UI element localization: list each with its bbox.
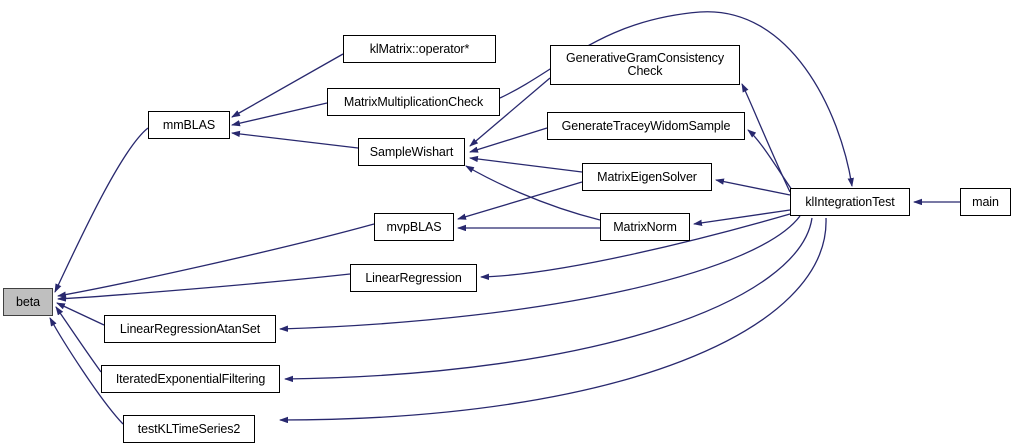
graph-node-mmBLAS[interactable]: mmBLAS [148,111,230,139]
graph-node-MatrixEigenSolver[interactable]: MatrixEigenSolver [582,163,712,191]
graph-node-label: mmBLAS [162,117,216,132]
graph-node-label: main [972,194,999,209]
graph-node-klMatrixOperator[interactable]: klMatrix::operator* [343,35,496,63]
graph-node-SampleWishart[interactable]: SampleWishart [358,138,465,166]
graph-edges [49,11,960,425]
graph-edge [747,129,793,191]
graph-edge [231,53,344,118]
graph-node-label: testKLTimeSeries2 [137,421,241,436]
graph-edge [231,102,328,127]
graph-node-label: GenerateTraceyWidomSample [561,118,731,133]
graph-edge [465,165,601,221]
graph-node-mvpBLAS[interactable]: mvpBLAS [374,213,454,241]
graph-node-label: GenerativeGramConsistency Check [566,51,724,78]
graph-edge [56,302,105,326]
graph-edge [54,127,149,293]
graph-node-LinearRegression[interactable]: LinearRegression [350,264,477,292]
graph-node-label: MatrixMultiplicationCheck [343,94,484,109]
graph-edge [480,213,791,280]
graph-node-beta[interactable]: beta [3,288,53,316]
graph-edge [57,273,351,302]
graph-edge [693,209,791,227]
graph-node-label: IteratedExponentialFiltering [115,371,266,386]
graph-node-label: LinearRegression [365,270,462,285]
graph-node-testKLTimeSeries2[interactable]: testKLTimeSeries2 [123,415,255,443]
graph-node-MatrixMultiplicationCheck[interactable]: MatrixMultiplicationCheck [327,88,500,116]
graph-node-label: beta [16,294,40,309]
graph-edge [499,11,854,187]
graph-node-LinearRegressionAtanSet[interactable]: LinearRegressionAtanSet [104,315,276,343]
graph-edge [469,127,548,153]
graph-node-klIntegrationTest[interactable]: klIntegrationTest [790,188,910,216]
graph-node-label: mvpBLAS [386,219,442,234]
graph-edge [284,217,813,383]
graph-edge [457,181,583,220]
graph-node-label: LinearRegressionAtanSet [119,321,261,336]
graph-node-MatrixNorm[interactable]: MatrixNorm [600,213,690,241]
graph-edge [49,317,124,425]
graph-node-label: MatrixEigenSolver [597,169,697,184]
graph-node-label: SampleWishart [369,144,454,159]
graph-edge [469,77,551,147]
graph-node-label: MatrixNorm [613,219,677,234]
graph-edge [279,215,801,332]
graph-node-main[interactable]: main [960,188,1011,216]
graph-edge [469,155,583,173]
graph-edge [231,130,359,149]
graph-node-IteratedExponentialFiltering[interactable]: IteratedExponentialFiltering [101,365,280,393]
graph-node-GenerateTraceyWidomSample[interactable]: GenerateTraceyWidomSample [547,112,745,140]
graph-edge [715,178,791,196]
graph-edge [55,306,102,373]
graph-node-label: klIntegrationTest [805,194,895,209]
graph-edge [57,223,375,298]
graph-edge [279,217,827,424]
graph-node-label: klMatrix::operator* [369,41,470,56]
graph-node-GenerativeGramConsistencyCheck[interactable]: GenerativeGramConsistency Check [550,45,740,85]
